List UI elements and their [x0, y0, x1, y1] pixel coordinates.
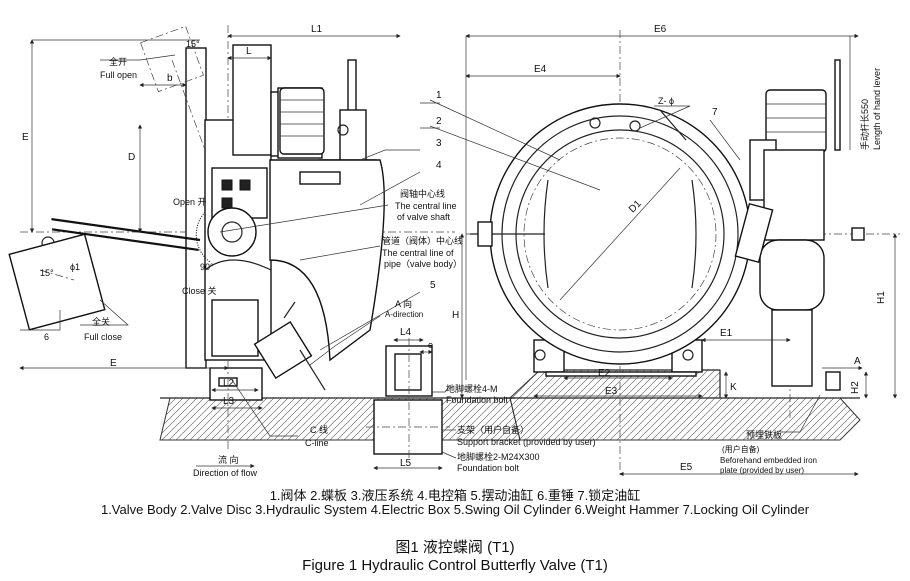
label-c-line-cn: C 线 — [310, 424, 328, 435]
label-shaft-en2: of valve shaft — [397, 212, 451, 222]
dim-D: D — [128, 152, 135, 163]
dim-e: e — [428, 340, 433, 350]
hydraulic-housing — [232, 44, 272, 156]
dim-E3: E3 — [605, 386, 618, 397]
label-bolt2-en: Foundation bolt — [457, 463, 520, 473]
dim-L4: L4 — [400, 327, 412, 338]
part-num-4: 4 — [436, 160, 442, 171]
dim-L1: L1 — [311, 24, 323, 35]
legend-chinese: 1.阀体 2.蝶板 3.液压系统 4.电控箱 5.摆动油缸 6.重锤 7.锁定油… — [269, 488, 641, 503]
label-c-line-en: C-line — [305, 438, 329, 448]
label-plate-cn1: 预埋铁板 — [746, 429, 782, 440]
motor-left — [279, 87, 325, 155]
dim-E5: E5 — [680, 462, 693, 473]
label-shaft-en1: The central line — [395, 201, 457, 211]
dim-E-horizontal: E — [110, 358, 117, 369]
figure-caption-english: Figure 1 Hydraulic Control Butterfly Val… — [302, 557, 608, 574]
dim-H: H — [452, 310, 459, 321]
angle-phi1: ϕ1 — [70, 262, 80, 272]
dim-L2: L2 — [223, 378, 235, 389]
angle-fifteen-bottom: 15° — [40, 268, 54, 278]
label-full-open-cn: 全开 — [109, 56, 127, 67]
dim-A: A — [854, 356, 861, 367]
angle-fifteen-top: 15° — [186, 39, 200, 49]
label-close: Close 关 — [182, 285, 217, 296]
dim-L5: L5 — [400, 458, 412, 469]
dim-H2: H2 — [850, 381, 861, 394]
part-num-1: 1 — [436, 90, 442, 101]
front-view: E6 E4 Z- ϕ D1 H H1 H2 A E1 E2 E3 E5 K 7 … — [429, 24, 900, 478]
label-bolt2-cn: 地脚螺栓2-M24X300 — [457, 451, 540, 462]
bolt-hole — [629, 120, 641, 132]
indicator-box — [211, 167, 268, 219]
weight-hammer — [8, 233, 106, 331]
label-a-direction-cn: A 向 — [395, 298, 412, 309]
angle-ninety: 90° — [200, 262, 214, 272]
label-plate-cn2: (用户自备) — [722, 444, 760, 454]
bolt-hole — [589, 117, 601, 129]
part-num-7: 7 — [712, 107, 718, 118]
dim-E2: E2 — [598, 368, 611, 379]
side-view: L1 L E b D E L2 L3 15° 15° ϕ1 90° 全开 Ful… — [8, 24, 521, 478]
dim-E4: E4 — [534, 64, 547, 75]
dim-H1: H1 — [876, 291, 887, 304]
label-open: Open 开 — [173, 197, 207, 207]
dim-E-vertical: E — [22, 132, 29, 143]
label-full-close-en: Full close — [84, 332, 122, 342]
part-num-5: 5 — [430, 280, 436, 291]
valve-body-side — [185, 47, 207, 369]
dim-E1: E1 — [720, 328, 733, 339]
part-num-3: 3 — [436, 138, 442, 149]
label-plate-en1: Beforehand embedded iron — [720, 456, 817, 465]
swing-cylinder — [253, 320, 313, 380]
label-plate-en2: plate (provided by user) — [720, 466, 804, 475]
support-detail: L4 e L5 地脚螺栓4-M Foundation bolt 支架（用户自备）… — [366, 327, 596, 473]
label-flow-cn: 流 向 — [218, 454, 239, 465]
label-lever-en: Length of hand lever — [872, 68, 882, 150]
dim-L3: L3 — [223, 396, 235, 407]
label-six: 6 — [44, 332, 49, 342]
label-pipe-en1: The central line of — [382, 248, 454, 258]
label-bolt4-en: Foundation bolt — [446, 395, 509, 405]
label-lever-cn: 手动杆长550 — [859, 99, 870, 150]
part-num-2: 2 — [436, 116, 442, 127]
dim-E6: E6 — [654, 24, 667, 35]
label-full-close-cn: 全关 — [92, 316, 110, 327]
label-a-direction-en: A-direction — [385, 310, 423, 319]
figure-caption-chinese: 图1 液控蝶阀 (T1) — [395, 539, 515, 556]
dim-b: b — [167, 73, 173, 84]
label-support-en: Support bracket (provided by user) — [457, 437, 596, 447]
label-shaft-cn: 阀轴中心线 — [400, 188, 445, 199]
dim-Z-phi: Z- ϕ — [658, 96, 674, 106]
label-pipe-en2: pipe（valve body） — [384, 259, 462, 269]
embedded-plate — [825, 371, 841, 391]
dial — [207, 207, 257, 257]
label-full-open-en: Full open — [100, 70, 137, 80]
swing-cylinder-front — [759, 239, 825, 311]
label-flow-en: Direction of flow — [193, 468, 258, 478]
label-support-cn: 支架（用户自备） — [457, 424, 529, 435]
label-pipe-cn: 管道（阀体）中心线 — [382, 235, 463, 246]
legend-english: 1.Valve Body 2.Valve Disc 3.Hydraulic Sy… — [100, 502, 810, 517]
label-bolt4-cn: 地脚螺栓4-M — [446, 383, 498, 394]
dim-L: L — [246, 46, 252, 57]
dim-K: K — [730, 382, 737, 393]
